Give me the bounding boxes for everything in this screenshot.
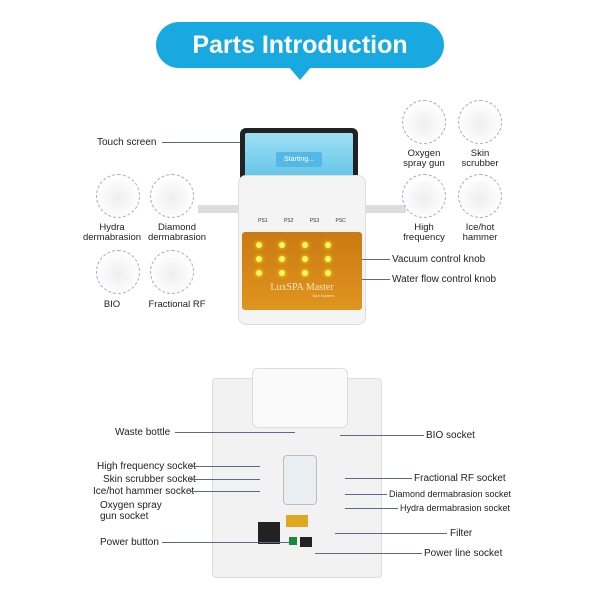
back-label: Oxygen spray gun socket: [100, 500, 162, 522]
handpiece-label: Fractional RF: [148, 299, 206, 310]
back-label: Power button: [100, 537, 159, 548]
screen-back: [252, 368, 348, 428]
leader-line: [345, 508, 398, 509]
leader-line: [335, 533, 447, 534]
leader-line: [345, 478, 412, 479]
back-label: Fractional RF socket: [414, 473, 506, 484]
screen-text: Starting...: [276, 151, 322, 167]
leader-line: [190, 491, 260, 492]
back-label: Power line socket: [424, 548, 503, 559]
left-tray: [198, 205, 238, 213]
leader-line: [362, 279, 390, 280]
power-switch: [289, 537, 297, 545]
handpiece-label: Skin scrubber: [461, 148, 499, 169]
bio-handpiece-icon: [96, 250, 140, 294]
banner-pointer: [288, 66, 312, 80]
back-label: Waste bottle: [115, 427, 171, 438]
back-label: Ice/hot hammer socket: [93, 486, 195, 497]
filter-holder: [286, 515, 308, 527]
hydra-handpiece-icon: [96, 174, 140, 218]
channel-label: PS3: [309, 218, 320, 224]
leader-line: [362, 259, 390, 260]
vacuum-knob-label: Vacuum control knob: [392, 254, 486, 265]
back-label: Hydra dermabrasion socket: [400, 503, 511, 513]
handpiece-label: Ice/hot hammer: [462, 222, 498, 243]
power-socket: [300, 537, 312, 547]
touch-screen-label: Touch screen: [97, 137, 157, 148]
leader-line: [190, 466, 260, 467]
back-label: Skin scrubber socket: [103, 474, 196, 485]
brand-sub: Spa System: [312, 293, 334, 298]
waste-bottle: [283, 455, 317, 505]
leader-line: [162, 142, 240, 143]
handpiece-label: Oxygen spray gun: [403, 148, 445, 169]
water-knob-label: Water flow control knob: [392, 274, 497, 285]
back-label: BIO socket: [426, 430, 475, 441]
leader-line: [175, 432, 295, 433]
handpiece-label: Hydra dermabrasion: [82, 222, 142, 243]
handpiece-label: BIO: [103, 299, 121, 310]
spray-gun-icon: [402, 100, 446, 144]
leader-line: [162, 542, 290, 543]
back-label: Diamond dermabrasion socket: [389, 489, 512, 499]
hf-comb-icon: [402, 174, 446, 218]
diamond-handpiece-icon: [150, 174, 194, 218]
rf-handpiece-icon: [150, 250, 194, 294]
hammer-icon: [458, 174, 502, 218]
leader-line: [190, 479, 260, 480]
orange-panel: LuxSPA Master Spa System: [242, 232, 362, 310]
back-label: High frequency socket: [97, 461, 196, 472]
back-label: Filter: [450, 528, 473, 539]
leader-line: [340, 435, 424, 436]
title-banner: Parts Introduction: [156, 22, 444, 68]
channel-label: PS2: [283, 218, 294, 224]
right-tray: [366, 205, 406, 213]
channel-label: PS1: [258, 218, 268, 224]
channel-labels: PS1 PS2 PS3 PSC: [250, 218, 354, 224]
led-grid: [242, 232, 362, 276]
leader-line: [345, 494, 387, 495]
handpiece-label: Diamond dermabrasion: [147, 222, 207, 243]
scrubber-icon: [458, 100, 502, 144]
leader-line: [315, 553, 422, 554]
power-box: [258, 522, 280, 544]
handpiece-label: High frequency: [403, 222, 445, 243]
channel-label: PSC: [335, 218, 346, 224]
brand-name: LuxSPA Master: [270, 282, 334, 293]
